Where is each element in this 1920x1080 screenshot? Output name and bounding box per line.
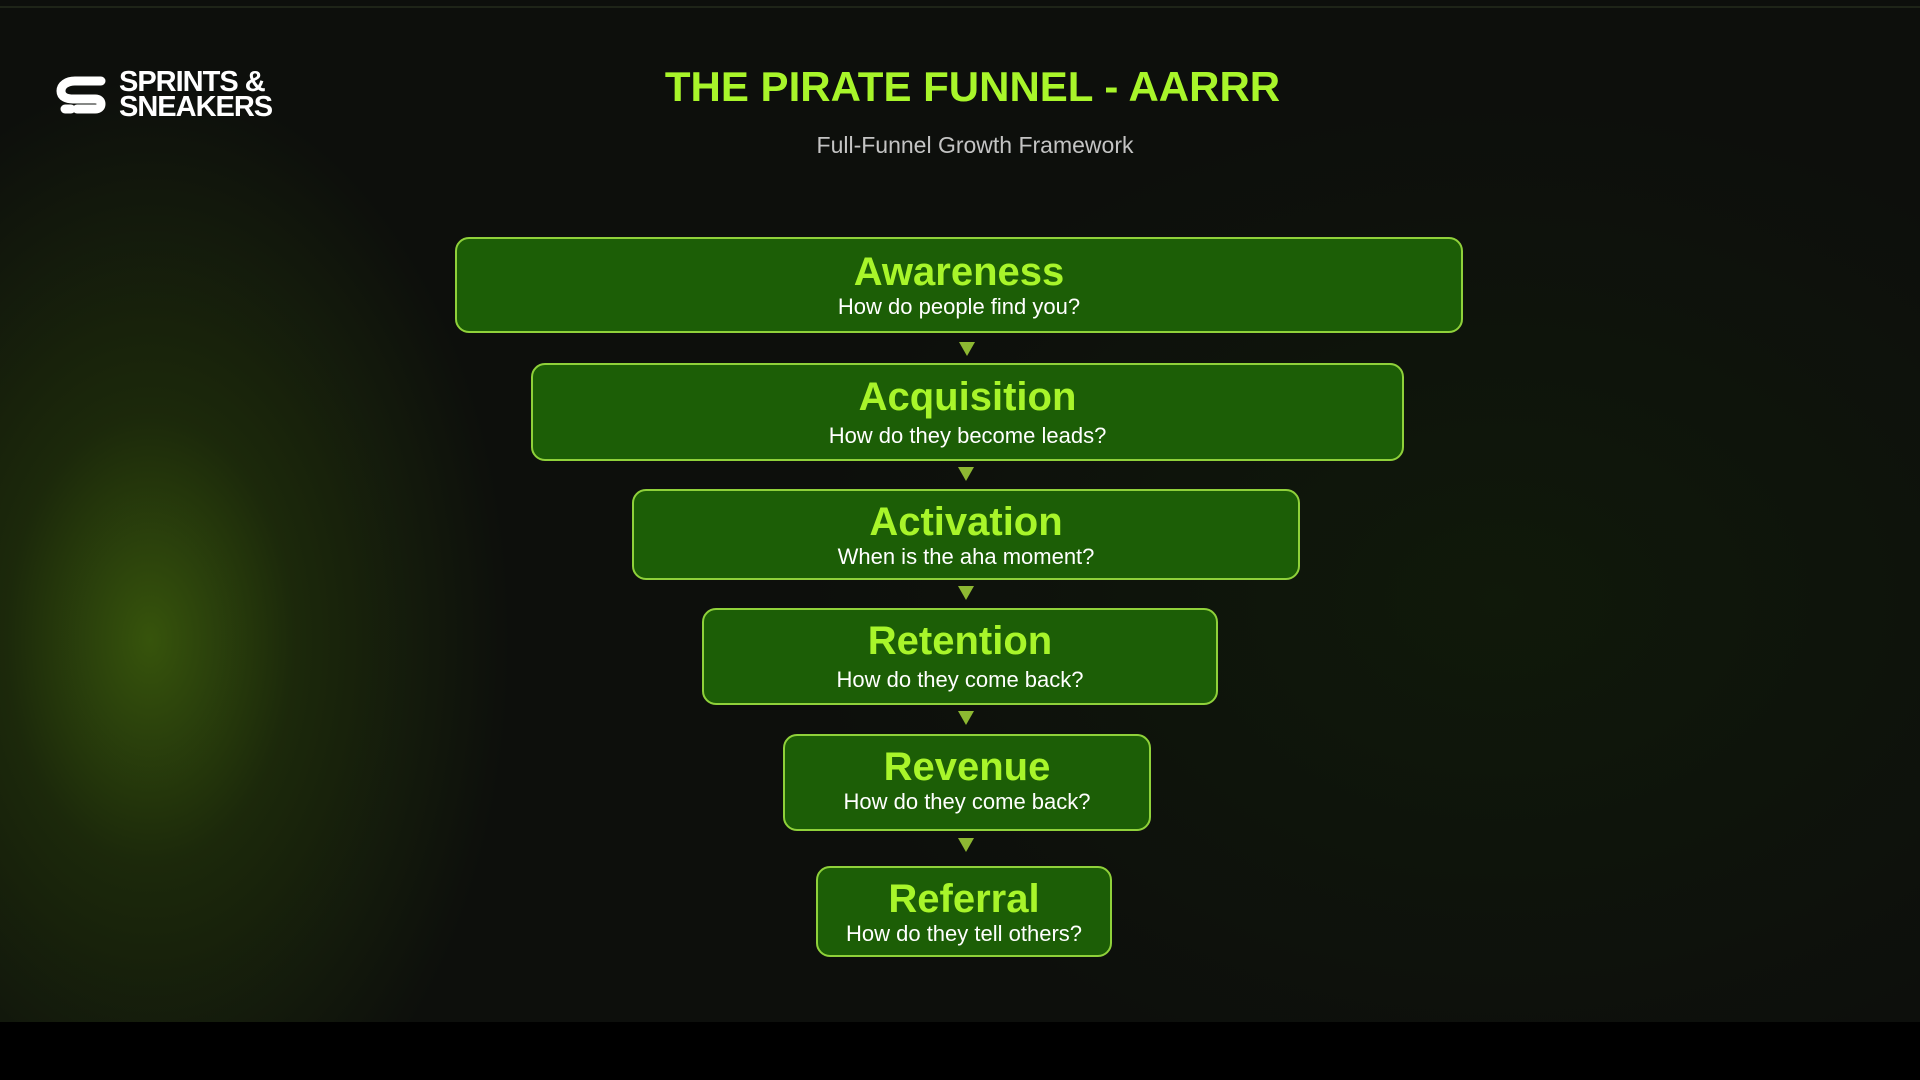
stage-question: How do they come back? xyxy=(836,667,1084,692)
stage-title: Awareness xyxy=(853,250,1065,294)
brand-line-2: SNEAKERS xyxy=(119,91,273,123)
page-subtitle: Full-Funnel Growth Framework xyxy=(816,132,1134,158)
stage-title: Revenue xyxy=(883,745,1051,789)
stage-question: How do they come back? xyxy=(843,789,1091,814)
page-title: THE PIRATE FUNNEL - AARRR xyxy=(664,63,1281,110)
stage-title: Retention xyxy=(867,619,1053,663)
down-arrow-icon xyxy=(958,586,974,600)
funnel-stage-awareness: Awareness How do people find you? xyxy=(455,237,1463,333)
stage-question: How do they become leads? xyxy=(828,423,1107,448)
funnel-stage-referral: Referral How do they tell others? xyxy=(816,866,1112,957)
stage-title: Activation xyxy=(869,500,1063,544)
brand-line-1: SPRINTS & xyxy=(119,66,266,98)
funnel-stage-acquisition: Acquisition How do they become leads? xyxy=(531,363,1404,461)
stage-question: How do they tell others? xyxy=(845,921,1083,946)
down-arrow-icon xyxy=(958,467,974,481)
stage-question: When is the aha moment? xyxy=(837,544,1095,569)
stage-question: How do people find you? xyxy=(837,294,1081,319)
stage-title: Referral xyxy=(888,877,1040,921)
down-arrow-icon xyxy=(958,838,974,852)
funnel-stage-retention: Retention How do they come back? xyxy=(702,608,1218,705)
top-divider xyxy=(0,6,1920,8)
slide-background: SPRINTS & SNEAKERS THE PIRATE FUNNEL - A… xyxy=(0,0,1920,1022)
funnel-stage-revenue: Revenue How do they come back? xyxy=(783,734,1151,831)
stage-title: Acquisition xyxy=(858,375,1077,419)
bottom-letterbox-bar xyxy=(0,1022,1920,1080)
brand-wordmark: SPRINTS & SNEAKERS xyxy=(119,66,273,123)
down-arrow-icon xyxy=(959,342,975,356)
funnel-stage-activation: Activation When is the aha moment? xyxy=(632,489,1300,580)
brand-logo: SPRINTS & SNEAKERS xyxy=(55,66,273,123)
sprints-sneakers-logo-icon xyxy=(56,76,106,114)
down-arrow-icon xyxy=(958,711,974,725)
